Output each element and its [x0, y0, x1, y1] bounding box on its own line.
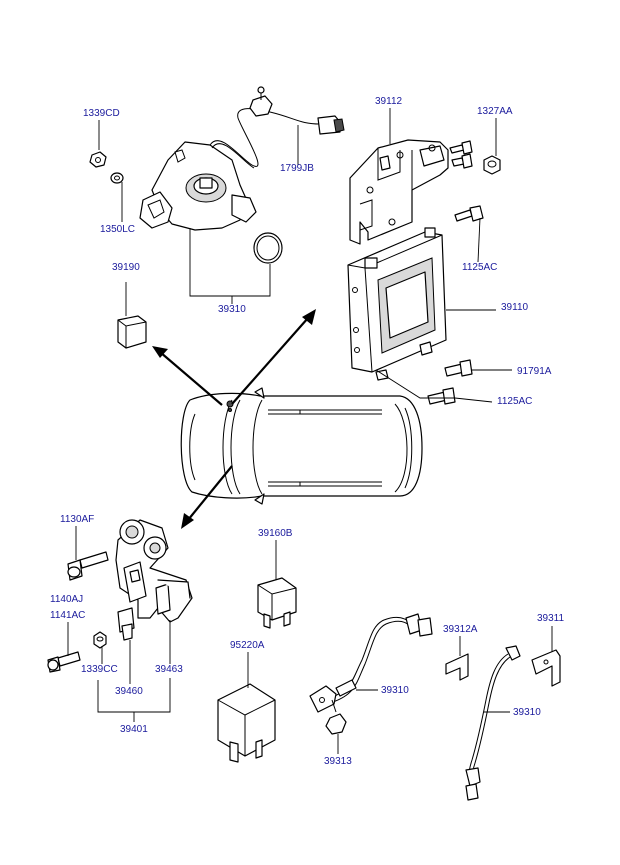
bolt-1140aj: [47, 651, 81, 673]
label-1140aj: 1140AJ: [50, 594, 84, 605]
bolt-1125ac-upper: [454, 205, 484, 222]
bracket-39311: [531, 649, 561, 687]
label-39460: 39460: [115, 686, 143, 697]
label-1339cd: 1339CD: [83, 108, 120, 119]
label-1141ac: 1141AC: [50, 610, 86, 621]
oxygen-sensor-39310-front: [309, 613, 433, 713]
label-39110: 39110: [501, 302, 529, 313]
label-39313: 39313: [324, 756, 352, 767]
bracket-39312a: [445, 653, 469, 681]
vehicle-outline: [180, 387, 423, 505]
bolt-1125ac-lower: [427, 387, 456, 405]
relay-39160b: [257, 577, 297, 629]
ecu-39110: [347, 227, 447, 381]
location-arrows: [152, 309, 316, 529]
label-39310-top: 39310: [218, 304, 246, 315]
bolt-91791a: [444, 359, 473, 377]
relay-95220a: [217, 683, 276, 763]
label-39310-mid: 39310: [381, 685, 409, 696]
label-39190: 39190: [112, 262, 140, 273]
washer-1350lc: [110, 172, 124, 184]
label-39160b: 39160B: [258, 528, 293, 539]
sensor-harness: [209, 86, 345, 169]
label-39312a: 39312A: [443, 624, 478, 635]
label-1327aa: 1327AA: [477, 106, 513, 117]
label-1125ac-lower: 1125AC: [497, 396, 533, 407]
nut-1327aa: [483, 155, 501, 175]
nut-1339cc: [93, 631, 107, 649]
oxygen-sensor-39310-rear: [465, 645, 521, 801]
label-39311: 39311: [537, 613, 565, 624]
bolt-1130af: [67, 551, 109, 581]
bolt-39313: [325, 699, 347, 735]
bolts-1327aa: [449, 140, 473, 169]
label-91791a: 91791A: [517, 366, 552, 377]
label-39401: 39401: [120, 724, 148, 735]
label-1125ac-upper: 1125AC: [462, 262, 498, 273]
label-1130af: 1130AF: [60, 514, 95, 525]
label-39463: 39463: [155, 664, 183, 675]
label-39112: 39112: [375, 96, 403, 107]
label-95220a: 95220A: [230, 640, 265, 651]
throttle-position-sensor: [139, 141, 257, 231]
bracket-39112: [349, 139, 449, 245]
label-39310-right: 39310: [513, 707, 541, 718]
nut-1339cd: [89, 151, 107, 168]
relay-39190: [117, 315, 147, 349]
label-1339cc: 1339CC: [81, 664, 118, 675]
label-1350lc: 1350LC: [100, 224, 136, 235]
label-1799jb: 1799JB: [280, 163, 314, 174]
valve-assembly-39460: [115, 519, 193, 641]
o-ring-39310: [253, 232, 283, 264]
